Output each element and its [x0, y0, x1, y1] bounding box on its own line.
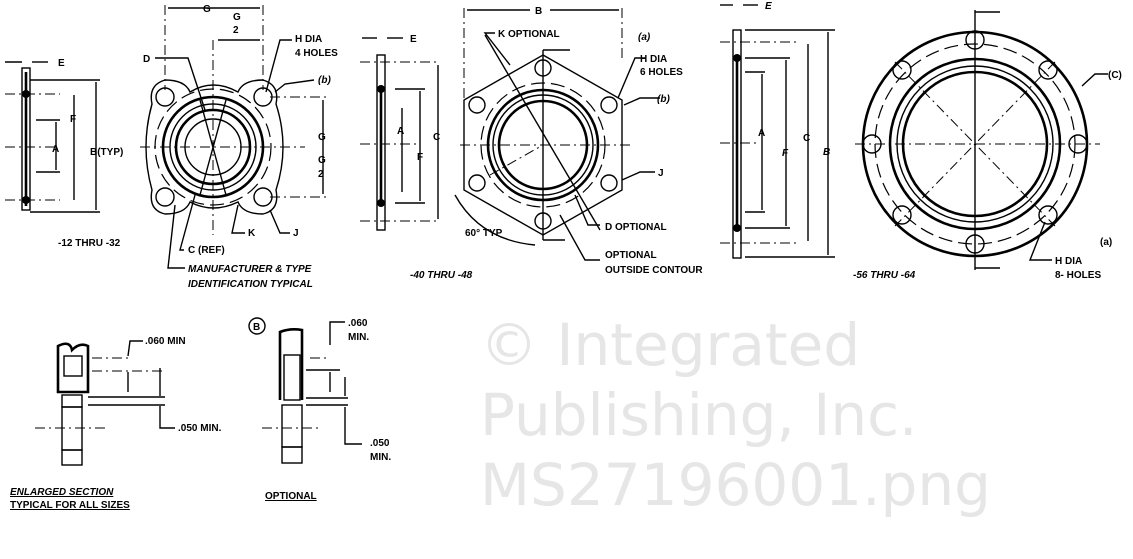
svg-text:(b): (b): [657, 94, 670, 105]
svg-text:A: A: [52, 144, 59, 155]
svg-text:OPTIONAL: OPTIONAL: [265, 491, 317, 502]
flange-view-4-holes: G G 2 G G 2 D H DIA 4 HOLES (b) C (REF) …: [140, 4, 338, 290]
enlarged-section: .060 MIN .050 MIN. ENLARGED SECTION TYPI…: [10, 336, 222, 511]
svg-text:.060 MIN: .060 MIN: [145, 336, 186, 347]
svg-text:E: E: [410, 34, 417, 45]
bolt-hole: [155, 87, 175, 107]
svg-text:-56 THRU -64: -56 THRU -64: [853, 270, 916, 281]
svg-text:J: J: [293, 228, 299, 239]
svg-text:B: B: [535, 6, 542, 17]
svg-text:F: F: [782, 148, 789, 159]
svg-text:ENLARGED SECTION: ENLARGED SECTION: [10, 487, 114, 498]
svg-text:2: 2: [233, 25, 239, 36]
bolt-hole: [600, 96, 618, 114]
svg-text:H DIA: H DIA: [295, 34, 322, 45]
bolt-hole: [892, 205, 912, 225]
svg-text:MS27196001.png: MS27196001.png: [480, 451, 991, 519]
bolt-hole: [1038, 205, 1058, 225]
svg-text:OUTSIDE CONTOUR: OUTSIDE CONTOUR: [605, 265, 703, 276]
svg-text:F: F: [70, 114, 76, 125]
svg-text:K OPTIONAL: K OPTIONAL: [498, 29, 560, 40]
bolt-hole: [1038, 60, 1058, 80]
svg-text:E: E: [58, 58, 65, 69]
optional-section: B .060 MIN. .050 MIN. OPTIONAL: [248, 317, 391, 502]
bolt-hole: [862, 134, 882, 154]
svg-text:-40 THRU -48: -40 THRU -48: [410, 270, 473, 281]
bolt-hole: [155, 187, 175, 207]
svg-text:B: B: [823, 147, 830, 158]
svg-text:C (REF): C (REF): [188, 245, 225, 256]
side-view-12-32: E F A B(TYP) -12 THRU -32: [5, 58, 123, 249]
bolt-hole: [600, 174, 618, 192]
svg-text:.050: .050: [370, 438, 390, 449]
svg-text:4 HOLES: 4 HOLES: [295, 48, 338, 59]
svg-text:B(TYP): B(TYP): [90, 147, 123, 158]
svg-text:H DIA: H DIA: [640, 54, 667, 65]
bolt-hole: [1068, 134, 1088, 154]
svg-text:Publishing, Inc.: Publishing, Inc.: [480, 381, 918, 449]
side-view-56-64: E A F C B -56 THRU -64: [720, 1, 916, 281]
svg-text:MANUFACTURER & TYPE: MANUFACTURER & TYPE: [188, 264, 312, 275]
side-view-40-48: E A F C -40 THRU -48: [360, 34, 473, 281]
bolt-hole: [892, 60, 912, 80]
svg-text:(a): (a): [1100, 237, 1112, 248]
flange-view-8-holes: (C) (a) H DIA 8- HOLES: [855, 10, 1122, 281]
svg-text:60° TYP: 60° TYP: [465, 228, 503, 239]
svg-text:E: E: [765, 1, 772, 12]
bolt-hole: [253, 187, 273, 207]
svg-text:.050 MIN.: .050 MIN.: [178, 423, 222, 434]
svg-text:D: D: [143, 54, 150, 65]
svg-text:(C): (C): [1108, 70, 1122, 81]
svg-text:K: K: [248, 228, 256, 239]
svg-text:G: G: [203, 4, 211, 15]
svg-text:D OPTIONAL: D OPTIONAL: [605, 222, 667, 233]
svg-text:A: A: [758, 128, 765, 139]
svg-text:.060: .060: [348, 318, 368, 329]
svg-text:© Integrated: © Integrated: [480, 311, 860, 379]
bolt-hole: [468, 96, 486, 114]
svg-text:-12 THRU -32: -12 THRU -32: [58, 238, 121, 249]
svg-text:F: F: [417, 152, 423, 163]
svg-text:C: C: [803, 133, 810, 144]
svg-text:8- HOLES: 8- HOLES: [1055, 270, 1101, 281]
watermark: © Integrated Publishing, Inc. MS27196001…: [480, 311, 991, 519]
svg-text:(b): (b): [318, 75, 331, 86]
svg-text:2: 2: [318, 169, 324, 180]
section-marker: [248, 317, 266, 335]
svg-text:G: G: [318, 132, 326, 143]
svg-text:6 HOLES: 6 HOLES: [640, 67, 683, 78]
bolt-hole: [468, 174, 486, 192]
bolt-hole: [253, 87, 273, 107]
svg-text:TYPICAL FOR ALL SIZES: TYPICAL FOR ALL SIZES: [10, 500, 130, 511]
svg-text:MIN.: MIN.: [370, 452, 391, 463]
flange-view-6-holes: B K OPTIONAL (a) H DIA 6 HOLES (b) J D O…: [454, 6, 703, 276]
bolt-hole: [965, 234, 985, 254]
svg-text:H DIA: H DIA: [1055, 256, 1082, 267]
svg-text:B: B: [253, 322, 260, 333]
svg-text:G: G: [233, 12, 241, 23]
svg-text:J: J: [658, 168, 664, 179]
svg-text:C: C: [433, 132, 440, 143]
svg-text:MIN.: MIN.: [348, 332, 369, 343]
svg-text:G: G: [318, 155, 326, 166]
svg-text:(a): (a): [638, 32, 651, 43]
svg-text:A: A: [397, 126, 404, 137]
bolt-hole: [965, 30, 985, 50]
svg-text:IDENTIFICATION TYPICAL: IDENTIFICATION TYPICAL: [188, 279, 313, 290]
svg-text:OPTIONAL: OPTIONAL: [605, 250, 657, 261]
